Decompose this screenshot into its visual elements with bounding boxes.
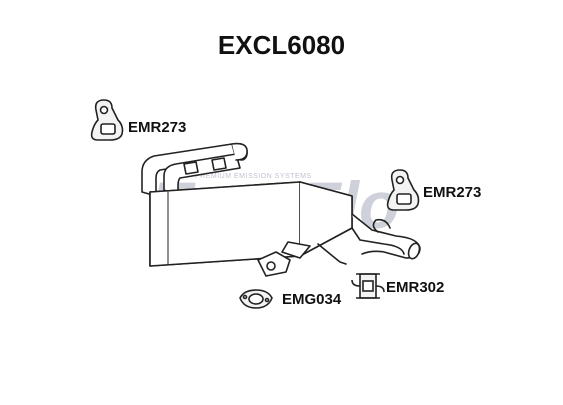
part-label-emg034: EMG034: [282, 291, 342, 308]
exhaust-assembly: [141, 142, 421, 277]
part-label-emr273-right: EMR273: [423, 184, 482, 201]
rubber-hanger-icon: [90, 99, 124, 141]
part-label-emr273-left: EMR273: [128, 119, 187, 136]
page-title: EXCL6080: [217, 30, 346, 60]
watermark-tagline: PREMIUM EMISSION SYSTEMS: [195, 173, 312, 180]
gasket-icon: [239, 289, 273, 309]
part-label-emr302: EMR302: [386, 279, 445, 296]
rubber-hanger-icon: [386, 169, 420, 211]
silencer-box: [149, 181, 353, 267]
outlet-pipe: [281, 213, 421, 265]
twin-inlet-pipes: [141, 142, 248, 197]
flange: [257, 251, 291, 277]
rubber-mount-icon: [351, 273, 385, 299]
